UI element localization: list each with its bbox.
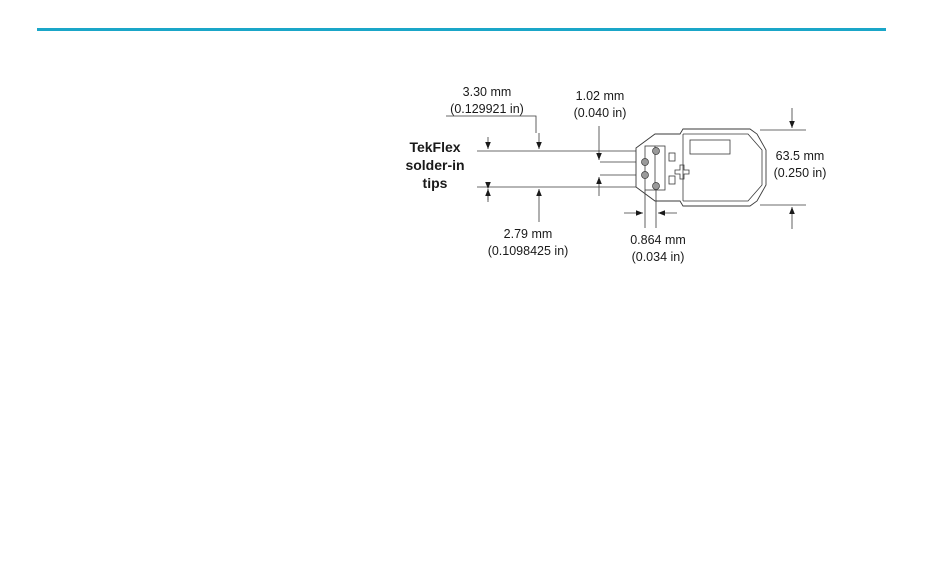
tips-label-line2: solder-in — [405, 157, 464, 173]
pad-2 — [642, 159, 649, 166]
pad-4 — [653, 183, 660, 190]
dim-102-in: (0.040 in) — [574, 106, 627, 120]
dim-102-mm: 1.02 mm — [576, 89, 625, 103]
dim-279-mm: 2.79 mm — [504, 227, 553, 241]
dim-279-in: (0.1098425 in) — [488, 244, 569, 258]
dim-330-mm: 3.30 mm — [463, 85, 512, 99]
dim-635-in: (0.250 in) — [774, 166, 827, 180]
tekflex-tip-board — [636, 129, 766, 206]
dim-635-mm: 63.5 mm — [776, 149, 825, 163]
tips-label-line3: tips — [423, 175, 448, 191]
dim-0864-in: (0.034 in) — [632, 250, 685, 264]
pad-1 — [653, 148, 660, 155]
tips-label-line1: TekFlex — [409, 139, 460, 155]
pad-3 — [642, 172, 649, 179]
dim-330-in: (0.129921 in) — [450, 102, 524, 116]
dim-0864-mm: 0.864 mm — [630, 233, 686, 247]
